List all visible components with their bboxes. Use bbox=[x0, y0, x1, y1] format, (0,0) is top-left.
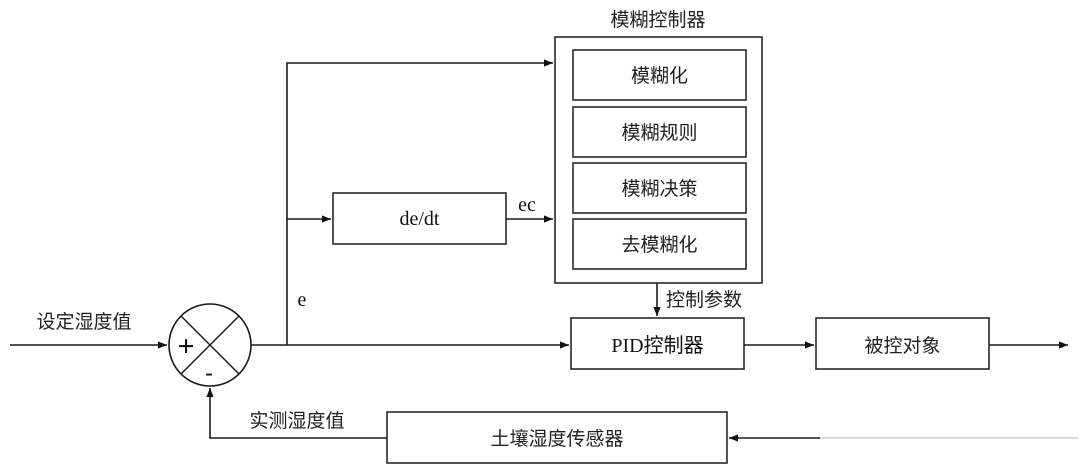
fuzzy-stage-label: 模糊化 bbox=[631, 65, 688, 87]
derivative-block: de/dt bbox=[332, 192, 507, 245]
plus-sign: + bbox=[177, 330, 194, 363]
measured-feedback-arrow bbox=[206, 388, 387, 439]
pid-controller-label: PID控制器 bbox=[611, 334, 703, 357]
fuzzy-controller-title: 模糊控制器 bbox=[610, 9, 705, 31]
fuzzy-stage-decision: 模糊决策 bbox=[572, 162, 747, 214]
derivative-label: de/dt bbox=[400, 208, 440, 230]
fuzzy-stage-rules: 模糊规则 bbox=[572, 106, 747, 158]
ec-signal-label: ec bbox=[518, 194, 536, 216]
fuzzy-stage-defuzzification: 去模糊化 bbox=[572, 218, 747, 270]
plant-block: 被控对象 bbox=[815, 317, 990, 370]
plant-label: 被控对象 bbox=[864, 335, 940, 357]
fuzzy-stage-fuzzification: 模糊化 bbox=[572, 49, 747, 101]
error-to-fuzzy-arrow bbox=[286, 59, 553, 345]
control-params-label: 控制参数 bbox=[666, 289, 742, 311]
fuzzy-stage-label: 去模糊化 bbox=[621, 234, 697, 256]
e-signal-label: e bbox=[298, 289, 307, 311]
summing-junction: + - bbox=[168, 303, 252, 387]
pid-controller-block: PID控制器 bbox=[570, 317, 745, 370]
fuzzy-stage-label: 模糊规则 bbox=[621, 122, 697, 144]
sensor-block: 土壤湿度传感器 bbox=[386, 411, 728, 464]
sensor-label: 土壤湿度传感器 bbox=[490, 428, 623, 450]
minus-sign: - bbox=[205, 360, 212, 385]
setpoint-label: 设定湿度值 bbox=[36, 311, 131, 333]
measured-label: 实测湿度值 bbox=[249, 410, 344, 432]
fuzzy-stage-label: 模糊决策 bbox=[621, 178, 697, 200]
